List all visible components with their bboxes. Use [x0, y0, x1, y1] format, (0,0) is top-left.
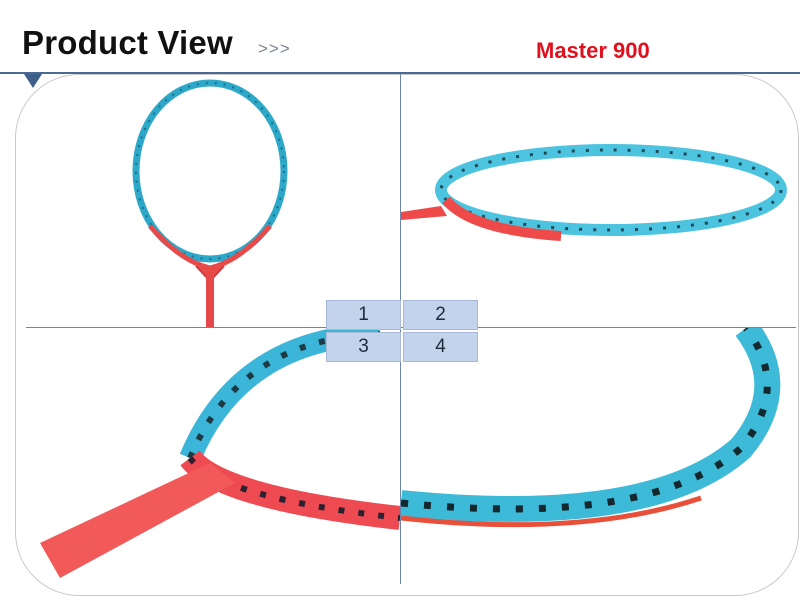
model-name: Master 900 [536, 38, 650, 63]
view-selector: 1 2 3 4 [326, 300, 478, 362]
product-image-side-closeup [401, 328, 781, 528]
view-button-2[interactable]: 2 [403, 300, 478, 330]
triangle-marker-icon [24, 74, 42, 88]
product-image-full-racket [132, 79, 288, 328]
view-button-1[interactable]: 1 [326, 300, 401, 330]
header-divider [0, 72, 800, 74]
view-button-3[interactable]: 3 [326, 332, 401, 362]
view-button-4[interactable]: 4 [403, 332, 478, 362]
breadcrumb-arrows: >>> [258, 39, 291, 58]
product-image-throat-closeup [40, 328, 400, 578]
page-title: Product View [22, 24, 233, 61]
product-image-frame-angled [401, 144, 787, 241]
